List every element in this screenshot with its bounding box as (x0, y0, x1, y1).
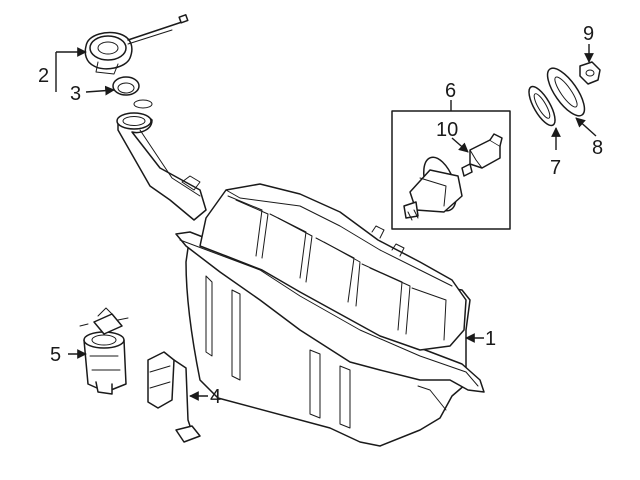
inset-box-6 (391, 110, 511, 230)
callout-8: 8 (592, 137, 603, 159)
callout-2: 2 (38, 65, 49, 87)
callout-9: 9 (583, 23, 594, 45)
float-arm (173, 359, 193, 433)
lock-nut (579, 61, 601, 85)
seal-ring (528, 85, 556, 127)
fuel-sender (147, 351, 201, 443)
retainer-ring (546, 67, 586, 117)
filler-neck (116, 99, 207, 221)
callout-3: 3 (70, 83, 81, 105)
fuel-cap (84, 14, 189, 75)
callout-5: 5 (50, 344, 61, 366)
cap-gasket (112, 76, 140, 96)
fuel-cap-tether (127, 21, 183, 41)
callout-1: 1 (485, 328, 496, 350)
fuel-tank (175, 183, 485, 447)
vent-valve-assembly (403, 156, 463, 221)
callout-7: 7 (550, 157, 561, 179)
callout-10: 10 (436, 119, 458, 141)
callout-6: 6 (445, 80, 456, 102)
fuel-pump (79, 307, 129, 395)
callout-4: 4 (210, 386, 221, 408)
leader-lines (55, 44, 597, 401)
vent-sensor (461, 133, 503, 177)
